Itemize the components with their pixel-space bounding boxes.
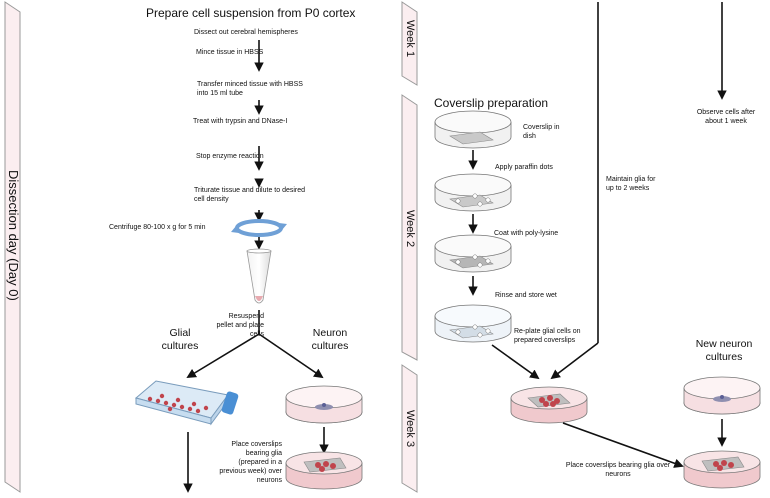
step-resuspend: Resuspend pellet and plate cells [216, 313, 264, 338]
step-mince: Mince tissue in HBSS [196, 49, 264, 56]
coverslip-dish-1 [434, 110, 512, 149]
arrow-glia-dish-to-coculture [562, 422, 684, 468]
week3-label: Week 3 [404, 410, 416, 448]
step-triturate: Triturate tissue and dilute to desired c… [194, 187, 306, 203]
step-trypsin: Treat with trypsin and DNase-I [193, 118, 288, 125]
dissection-day-label: Dissection day (Day 0) [6, 170, 21, 301]
step-transfer: Transfer minced tissue with HBSS into 15… [197, 81, 303, 97]
week2-band [401, 94, 418, 361]
coverslip-dish-2 [434, 173, 512, 212]
observe-cells-label: Observe cells after about 1 week [696, 109, 756, 125]
dissection-day-band [4, 1, 21, 493]
week2-label: Week 2 [404, 210, 416, 248]
coverslip-step-paraffin: Apply paraffin dots [495, 164, 553, 171]
week1-label: Week 1 [404, 20, 416, 58]
arrow-replate-to-dish [491, 344, 540, 380]
coverslip-step-polylysine: Coat with poly-lysine [494, 230, 559, 237]
step-stop: Stop enzyme reaction [196, 153, 264, 160]
left-column-title: Prepare cell suspension from P0 cortex [146, 6, 356, 20]
glia-coverslip-dish-icon [510, 386, 588, 424]
neuron-cultures-title: Neuron cultures [311, 327, 349, 352]
final-coculture-dish-icon [683, 450, 761, 489]
place-coverslips-right: Place coverslips bearing glia over neuro… [565, 462, 671, 478]
coverslip-prep-title: Coverslip preparation [434, 96, 549, 110]
coculture-dish-icon [285, 451, 363, 490]
place-coverslips-left: Place coverslips bearing glia (prepared … [219, 441, 282, 484]
new-neuron-cultures-title: New neuron cultures [695, 338, 753, 363]
maintain-glia-label: Maintain glia for up to 2 weeks [606, 176, 656, 192]
centrifuge-tube-icon [246, 248, 272, 304]
neuron-dish-icon [285, 385, 363, 424]
week3-band [401, 364, 418, 493]
coverslip-dish-3 [434, 234, 512, 273]
culture-flask-icon [134, 380, 239, 426]
step-dissect: Dissect out cerebral hemispheres [194, 29, 298, 36]
step-centrifuge: Centrifuge 80-100 x g for 5 min [109, 224, 206, 231]
glial-cultures-title: Glial cultures [161, 327, 199, 352]
arrow-to-neuron [258, 333, 324, 379]
new-neuron-dish-icon [683, 376, 761, 415]
coverslip-step-replate: Re-plate glial cells on prepared coversl… [514, 328, 581, 344]
coverslip-step-dish: Coverslip in dish [523, 124, 560, 140]
arrow-to-glial [186, 333, 260, 378]
coverslip-step-rinse: Rinse and store wet [495, 292, 557, 299]
arrow-maintain-glia-to-dish [550, 342, 599, 380]
week1-band [401, 1, 418, 86]
centrifuge-rotate-icon [231, 219, 287, 237]
coverslip-dish-4 [434, 304, 512, 343]
